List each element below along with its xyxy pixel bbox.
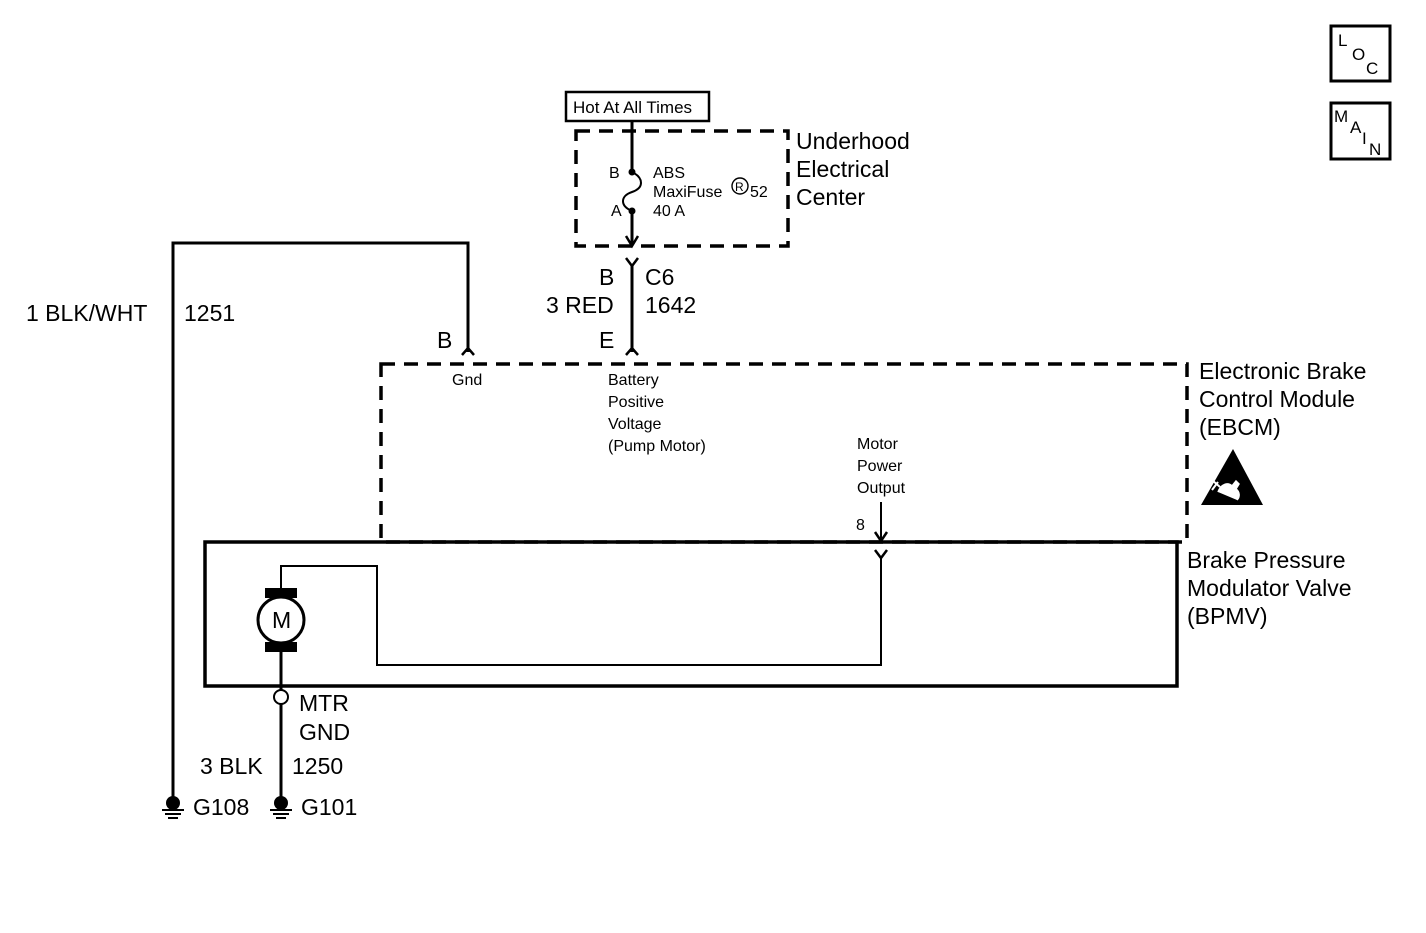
ebcm-gnd-label: Gnd: [452, 372, 482, 389]
loc-button[interactable]: L O C: [1329, 24, 1392, 83]
ebcm-motor-line3: Output: [857, 480, 906, 497]
main-letter-i: I: [1362, 129, 1367, 148]
registered-mark-letter: R: [735, 180, 744, 194]
main-letter-m: M: [1334, 107, 1348, 126]
motor-symbol-letter: M: [272, 607, 291, 633]
fuse-number: 52: [750, 184, 768, 201]
ebcm-batt-line2: Positive: [608, 394, 664, 411]
bpmv-label-line1: Brake Pressure: [1187, 547, 1346, 573]
underhood-label-line1: Underhood: [796, 128, 910, 154]
motor-output-arrowhead: [873, 531, 889, 544]
ebcm-batt-pin: E: [599, 327, 614, 353]
underhood-electrical-center-box: [574, 129, 790, 248]
bpmv-label-line2: Modulator Valve: [1187, 575, 1352, 601]
ebcm-label-line1: Electronic Brake: [1199, 358, 1366, 384]
wire-blk-color: 3 BLK: [200, 753, 263, 779]
wire-red-circuit: 1642: [645, 292, 696, 318]
ground-g101-label: G101: [301, 794, 357, 820]
ebcm-gnd-pin: B: [437, 327, 452, 353]
wire-red-color: 3 RED: [546, 292, 614, 318]
svg-text:Hot At All Times: Hot At All Times: [573, 98, 692, 117]
connector-c6-name: C6: [645, 264, 674, 290]
bpmv-box: [203, 540, 1179, 688]
wire-blk-wht-color: 1 BLK/WHT: [26, 300, 147, 326]
main-letter-n: N: [1369, 140, 1381, 159]
bpmv-label-line3: (BPMV): [1187, 603, 1268, 629]
fuse-pin-b: B: [609, 165, 620, 182]
connector-c6-pin: B: [599, 264, 614, 290]
ebcm-box: [379, 362, 1189, 544]
ebcm-batt-line1: Battery: [608, 372, 659, 389]
ebcm-label-line3: (EBCM): [1199, 414, 1281, 440]
ebcm-gnd-terminal: [461, 346, 475, 356]
ground-icon: [162, 796, 184, 819]
esd-warning-icon: [1201, 449, 1263, 505]
loc-letter-o: O: [1352, 45, 1365, 64]
ebcm-batt-terminal: [625, 346, 639, 356]
fuse-name-line2: MaxiFuse: [653, 184, 722, 201]
mtr-gnd-line1: MTR: [299, 690, 349, 716]
motor-power-wire: [280, 556, 882, 666]
ground-g108-label: G108: [193, 794, 249, 820]
fuse-icon: [622, 121, 642, 249]
mtr-gnd-terminal: [273, 689, 289, 705]
fuse-rating: 40 A: [653, 203, 685, 220]
mtr-gnd-line2: GND: [299, 719, 350, 745]
main-button[interactable]: M A I N: [1329, 101, 1392, 161]
ebcm-motor-line2: Power: [857, 458, 903, 475]
wire-blk-wht-1251: [171, 241, 470, 803]
wire-blk-circuit: 1250: [292, 753, 343, 779]
motor-icon: M: [256, 588, 306, 652]
loc-letter-l: L: [1338, 31, 1347, 50]
ebcm-batt-line3: Voltage: [608, 416, 661, 433]
ground-icon: [270, 796, 292, 819]
main-letter-a: A: [1350, 118, 1362, 137]
fuse-name-line1: ABS: [653, 165, 685, 182]
ebcm-label-line2: Control Module: [1199, 386, 1355, 412]
fuse-pin-a: A: [611, 203, 622, 220]
ebcm-motor-pin: 8: [856, 517, 865, 534]
registered-mark-icon: R: [731, 177, 749, 195]
ebcm-batt-line4: (Pump Motor): [608, 438, 706, 455]
ebcm-motor-line1: Motor: [857, 436, 899, 453]
wire-blk-wht-circuit: 1251: [184, 300, 235, 326]
loc-letter-c: C: [1366, 59, 1378, 78]
underhood-label-line3: Center: [796, 184, 865, 210]
underhood-label-line2: Electrical: [796, 156, 889, 182]
hot-at-all-times-label: Hot At All Times: [564, 90, 711, 123]
